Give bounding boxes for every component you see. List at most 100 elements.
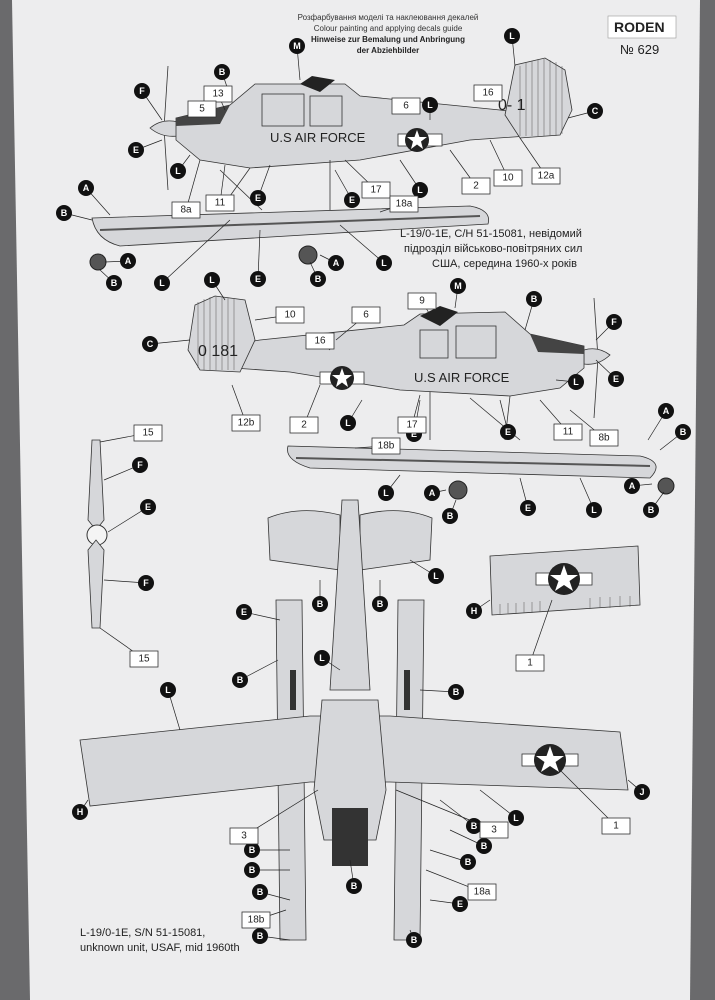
beach-wheel-front [89,253,107,271]
cockpit-window-1 [261,93,305,127]
svg-text:L: L [573,377,579,387]
colour-key-callout-b: B [419,684,464,700]
svg-text:A: A [663,406,670,416]
colour-key-callout-j: J [627,779,650,800]
colour-key-callout-e: E [334,169,360,208]
svg-text:B: B [471,821,478,831]
colour-key-callout-e: E [128,139,163,158]
svg-text:3: 3 [491,825,497,836]
svg-text:1: 1 [613,821,619,832]
decal-callout-18a: 18a [425,869,497,901]
caption-side-line-3: США, середина 1960-х років [432,258,577,270]
caption-side-line-1: L-19/0-1E, C/H 51-15081, невідомий [400,228,582,240]
decal-callout-12b: 12b [231,384,261,432]
beach-wheel-front-right [657,477,675,495]
national-insignia-left [397,128,443,152]
svg-text:18a: 18a [474,887,491,898]
colour-key-callout-c: C [142,336,191,352]
colour-key-callout-b: B [429,849,476,870]
colour-key-callout-b: B [346,859,362,894]
wing-underside-panel [489,545,641,616]
caption-bottom-line-1: L-19/0-1E, S/N 51-15081, [80,927,205,939]
svg-text:B: B [447,511,454,521]
svg-text:E: E [255,274,261,284]
svg-text:E: E [133,145,139,155]
colour-key-callout-l: L [340,399,363,431]
svg-text:B: B [465,857,472,867]
decal-callout-15: 15 [99,424,163,443]
decal-callout-10: 10 [489,139,523,187]
svg-text:A: A [125,256,132,266]
svg-text:L: L [591,505,597,515]
svg-text:10: 10 [284,310,296,321]
svg-text:E: E [505,427,511,437]
svg-text:B: B [249,845,256,855]
svg-text:E: E [457,899,463,909]
svg-text:A: A [629,481,636,491]
svg-text:L: L [209,275,215,285]
svg-text:11: 11 [215,198,226,209]
prop-blade-bottom [87,539,105,629]
colour-key-callout-e: E [236,604,281,621]
rudder-hatching-right [197,296,235,370]
svg-text:F: F [139,86,145,96]
svg-text:17: 17 [406,420,418,431]
brand-block: RODEN № 629 [607,15,677,57]
svg-text:H: H [77,807,84,817]
svg-text:E: E [613,374,619,384]
svg-text:B: B [219,67,226,77]
stabilizer-right [359,510,433,571]
colour-key-callout-f: F [103,575,154,591]
svg-text:E: E [411,429,417,439]
svg-text:L: L [383,488,389,498]
svg-text:L: L [381,258,387,268]
propeller-front-view [86,439,108,629]
svg-text:B: B [317,599,324,609]
decal-callout-3: 3 [395,789,509,839]
svg-text:8a: 8a [180,205,192,216]
svg-text:F: F [611,317,617,327]
header-line-3: Hinweise zur Bemalung und Anbringung [311,35,465,44]
colour-key-callout-a: A [647,403,674,441]
svg-text:B: B [453,687,460,697]
colour-key-callout-b: B [252,928,291,944]
svg-text:B: B [531,294,538,304]
svg-text:L: L [159,278,165,288]
national-insignia-right [319,366,365,390]
colour-key-callout-l: L [422,97,438,120]
svg-text:E: E [349,195,355,205]
caption-side-line-2: підрозділ військово-повітряних сил [404,243,582,255]
colour-key-callout-a: A [624,478,653,494]
float-hatch-right [404,670,410,710]
svg-text:5: 5 [199,104,205,115]
colour-key-callout-m: M [450,278,466,309]
svg-text:10: 10 [502,173,514,184]
svg-text:E: E [145,502,151,512]
stabilizer-left [267,510,341,571]
colour-key-callout-b: B [659,424,691,451]
colour-key-callout-e: E [107,499,156,533]
colour-key-callout-e: E [499,399,516,440]
svg-text:3: 3 [241,831,247,842]
decal-callout-16: 16 [473,84,503,102]
svg-text:B: B [237,675,244,685]
svg-text:L: L [509,31,515,41]
colour-key-callout-b: B [312,580,328,612]
main-wing-insignia [521,744,579,776]
decal-callout-8b: 8b [569,409,619,447]
svg-text:L: L [175,166,181,176]
colour-key-callout-a: A [424,485,447,501]
logo-box [607,15,677,39]
anti-glare-panel-right [530,334,584,354]
rear-fuselage-plan [329,499,371,691]
colour-key-callout-b: B [439,799,482,834]
svg-text:12a: 12a [538,171,555,182]
svg-text:B: B [257,887,264,897]
colour-key-callout-e: E [250,229,266,287]
header-line-4: der Abziehbilder [357,46,419,55]
svg-text:F: F [137,460,143,470]
header: Розфарбування моделі та наклеювання дека… [298,13,479,55]
colour-key-callout-l: L [378,474,401,501]
